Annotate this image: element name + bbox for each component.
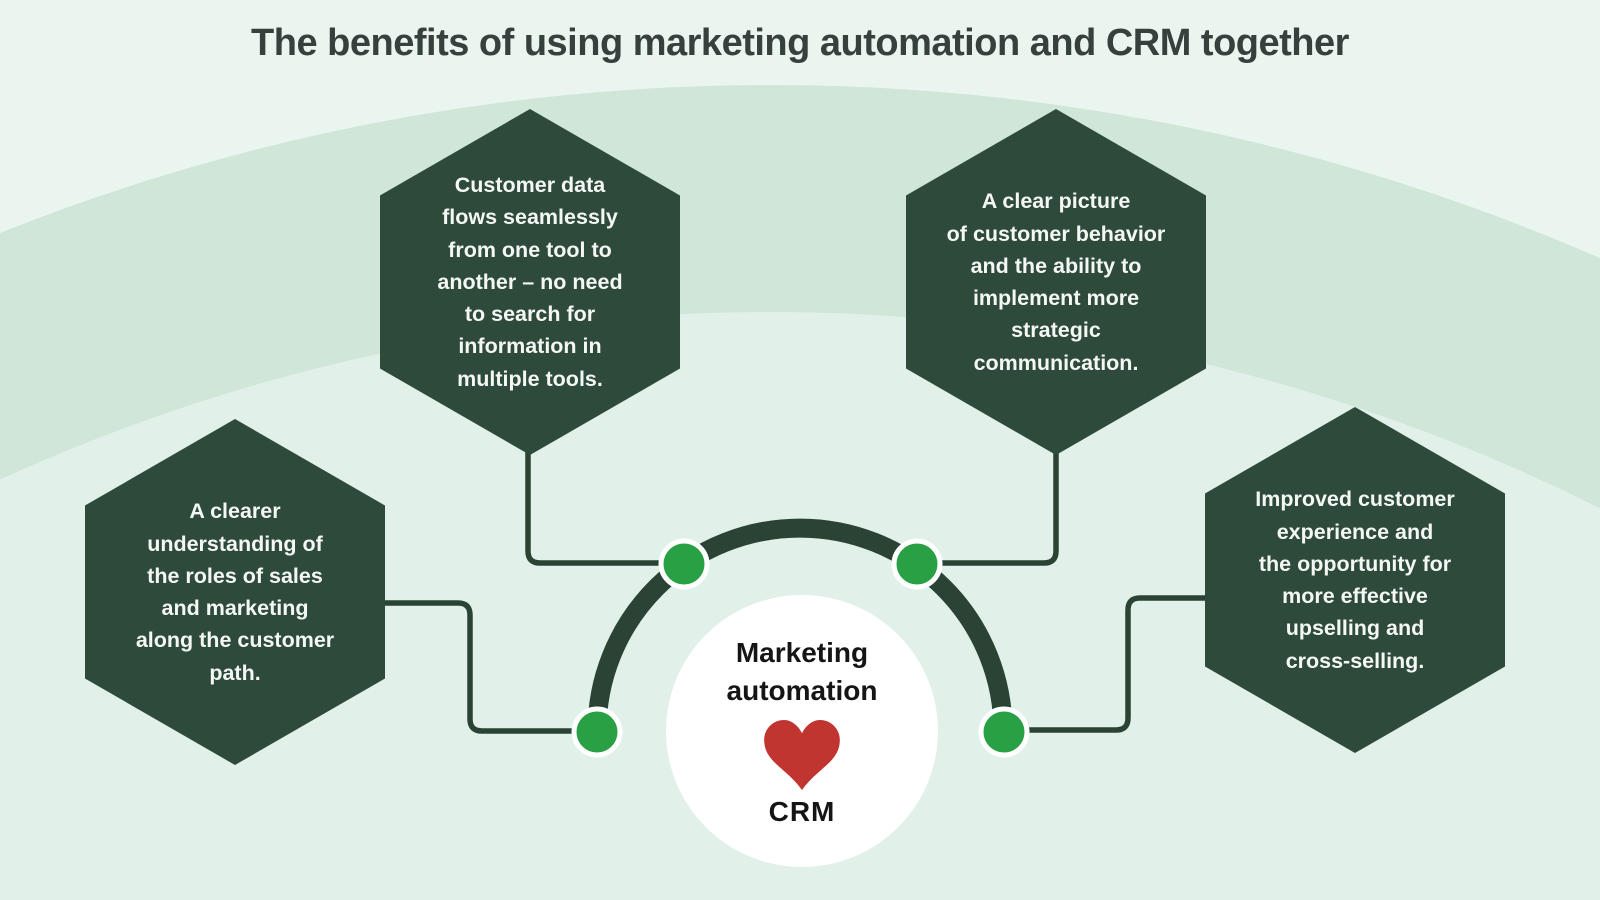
- heart-icon: [764, 719, 840, 790]
- ring-arc: [587, 518, 1013, 741]
- benefit-text-top-left: Customer data flows seamlessly from one …: [437, 173, 623, 391]
- node-dot-upper-left: [658, 538, 710, 590]
- connector-top-left: [525, 444, 662, 566]
- benefit-text-right: Improved customer experience and the opp…: [1255, 487, 1455, 673]
- benefit-text-top-right: A clear picture of customer behavior and…: [946, 189, 1166, 375]
- center-label-crm: CRM: [768, 795, 836, 827]
- connector-top-right: [939, 444, 1059, 566]
- connector-right: [1026, 595, 1215, 733]
- center-label-marketing-automation: Marketing automation: [726, 637, 878, 706]
- node-dot-lower-right: [978, 706, 1030, 758]
- node-dot-upper-right: [891, 538, 943, 590]
- node-dot-lower-left: [571, 706, 623, 758]
- benefit-text-left: A clearer understanding of the roles of …: [135, 499, 335, 685]
- center-node: Marketing automation CRM: [666, 595, 938, 867]
- connector-left: [375, 600, 575, 734]
- page-title: The benefits of using marketing automati…: [251, 22, 1349, 64]
